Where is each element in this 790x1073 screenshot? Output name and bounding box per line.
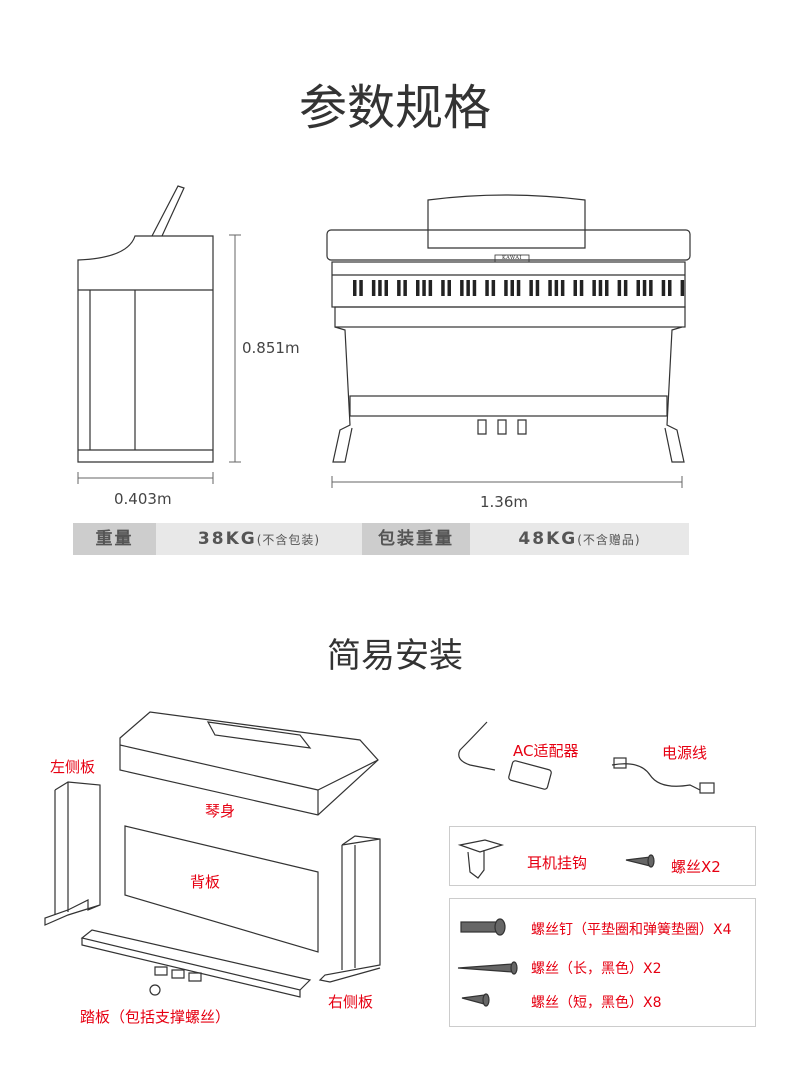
black-key	[554, 280, 559, 296]
black-key	[491, 280, 496, 296]
black-key	[535, 280, 540, 296]
ac-adapter-label: AC适配器	[513, 742, 579, 760]
black-key	[378, 280, 382, 296]
depth-label: 0.403m	[114, 490, 172, 508]
black-key	[371, 280, 376, 296]
black-key	[649, 280, 653, 296]
short-screw-label: 螺丝（短，黑色）X8	[531, 995, 662, 1011]
power-cord-drawing	[611, 757, 715, 794]
black-key	[447, 280, 451, 296]
height-dimension-line	[229, 234, 241, 463]
black-key	[579, 280, 584, 296]
black-key	[466, 280, 470, 296]
black-key	[441, 280, 445, 296]
headphone-hook-label: 耳机挂钩	[527, 854, 588, 872]
body-label: 琴身	[205, 802, 236, 820]
piano-side-view	[77, 185, 214, 463]
screw-icons	[457, 854, 655, 1007]
black-key	[416, 280, 420, 296]
power-cord-label: 电源线	[662, 744, 708, 762]
black-key	[605, 280, 609, 296]
depth-dimension-line	[77, 472, 214, 484]
package-weight-value-cell: 48KG(不含赠品)	[470, 523, 689, 555]
black-key	[573, 280, 577, 296]
brand-plate: KAWAI	[502, 255, 522, 261]
right-panel-drawing	[318, 835, 381, 983]
black-key	[510, 280, 514, 296]
left-panel-drawing	[44, 781, 101, 926]
package-weight-label: 包装重量	[362, 523, 470, 555]
accessory-box-2: 螺丝钉（平垫圈和弹簧垫圈）X4 螺丝（长，黑色）X2 螺丝（短，黑色）X8	[449, 898, 756, 1027]
black-key	[353, 280, 357, 296]
piano-body-drawing	[119, 711, 379, 816]
piano-keys	[353, 280, 685, 296]
black-key	[592, 280, 596, 296]
black-key	[623, 280, 628, 296]
black-key	[560, 280, 565, 296]
weight-value-cell: 38KG(不含包装)	[156, 523, 362, 555]
black-key	[504, 280, 508, 296]
package-weight-note: (不含赠品)	[577, 533, 641, 547]
pedal-board-drawing	[80, 929, 312, 998]
piano-front-view	[326, 194, 691, 463]
black-key	[680, 280, 685, 296]
black-key	[422, 280, 426, 296]
black-key	[460, 280, 464, 296]
black-key	[661, 280, 666, 296]
back-panel-label: 背板	[190, 873, 221, 891]
right-panel-label: 右侧板	[328, 993, 374, 1011]
black-key	[598, 280, 603, 296]
install-title: 简易安装	[327, 636, 463, 676]
height-label: 0.851m	[242, 339, 300, 357]
long-screw-label: 螺丝（长，黑色）X2	[531, 961, 662, 977]
package-weight-value: 48KG	[518, 529, 578, 549]
black-key	[403, 280, 407, 296]
black-key	[472, 280, 477, 296]
width-dimension-line	[331, 476, 683, 488]
black-key	[617, 280, 622, 296]
black-key	[516, 280, 521, 296]
black-key	[359, 280, 363, 296]
width-label: 1.36m	[480, 493, 529, 511]
weight-value: 38KG	[197, 529, 257, 549]
black-key	[384, 280, 388, 296]
black-key	[642, 280, 647, 296]
weight-note: (不含包装)	[256, 533, 321, 547]
black-key	[428, 280, 433, 296]
headphone-hook-drawing	[457, 839, 505, 879]
bolt-x4-label: 螺丝钉（平垫圈和弹簧垫圈）X4	[531, 922, 732, 938]
weight-label: 重量	[73, 523, 156, 555]
left-panel-label: 左侧板	[50, 758, 96, 776]
black-key	[548, 280, 552, 296]
black-key	[636, 280, 640, 296]
back-panel-drawing	[124, 825, 319, 953]
black-key	[397, 280, 401, 296]
black-key	[485, 280, 489, 296]
ac-adapter-drawing	[458, 721, 552, 790]
accessory-box-1: 耳机挂钩 螺丝X2	[449, 826, 756, 886]
spec-title: 参数规格	[298, 80, 491, 136]
black-key	[668, 280, 672, 296]
pedal-label: 踏板（包括支撑螺丝）	[80, 1008, 231, 1026]
screw-x2-label: 螺丝X2	[671, 858, 721, 876]
black-key	[529, 280, 533, 296]
